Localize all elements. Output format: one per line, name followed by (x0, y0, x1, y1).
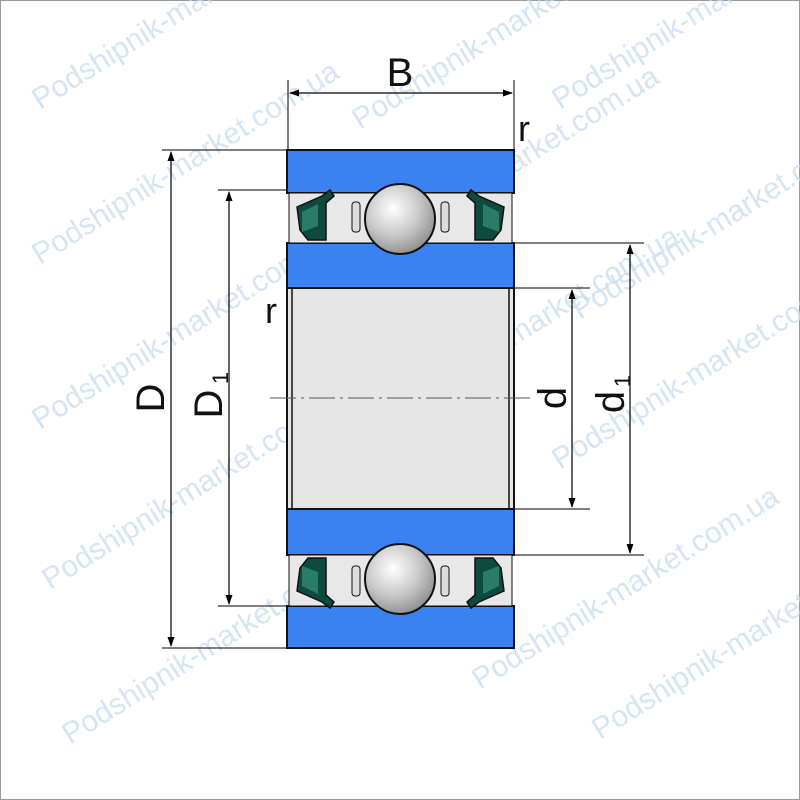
ball-top (364, 183, 436, 255)
seal-bottom-left (296, 557, 335, 610)
label-radius-left: r (265, 290, 277, 331)
label-bore-diameter: d (531, 387, 575, 409)
label-inner-shoulder-diameter: d 1 (589, 375, 635, 413)
cage (351, 201, 450, 597)
label-outer-shoulder-letter: D (187, 390, 231, 419)
label-outer-shoulder-diameter: D 1 (187, 372, 233, 419)
seal-bottom-right (466, 557, 505, 610)
label-inner-shoulder-letter: d (589, 391, 633, 413)
seal-top-left (296, 188, 335, 241)
label-outer-shoulder-index: 1 (208, 372, 233, 384)
ball-bottom (364, 543, 436, 615)
label-inner-shoulder-index: 1 (610, 375, 635, 387)
label-radius-top: r (518, 108, 530, 149)
dimension-arrows (167, 89, 634, 647)
seal-top-right (466, 188, 505, 241)
label-outer-diameter: D (129, 384, 173, 413)
extension-lines (162, 80, 644, 649)
label-width-b: B (387, 51, 414, 95)
